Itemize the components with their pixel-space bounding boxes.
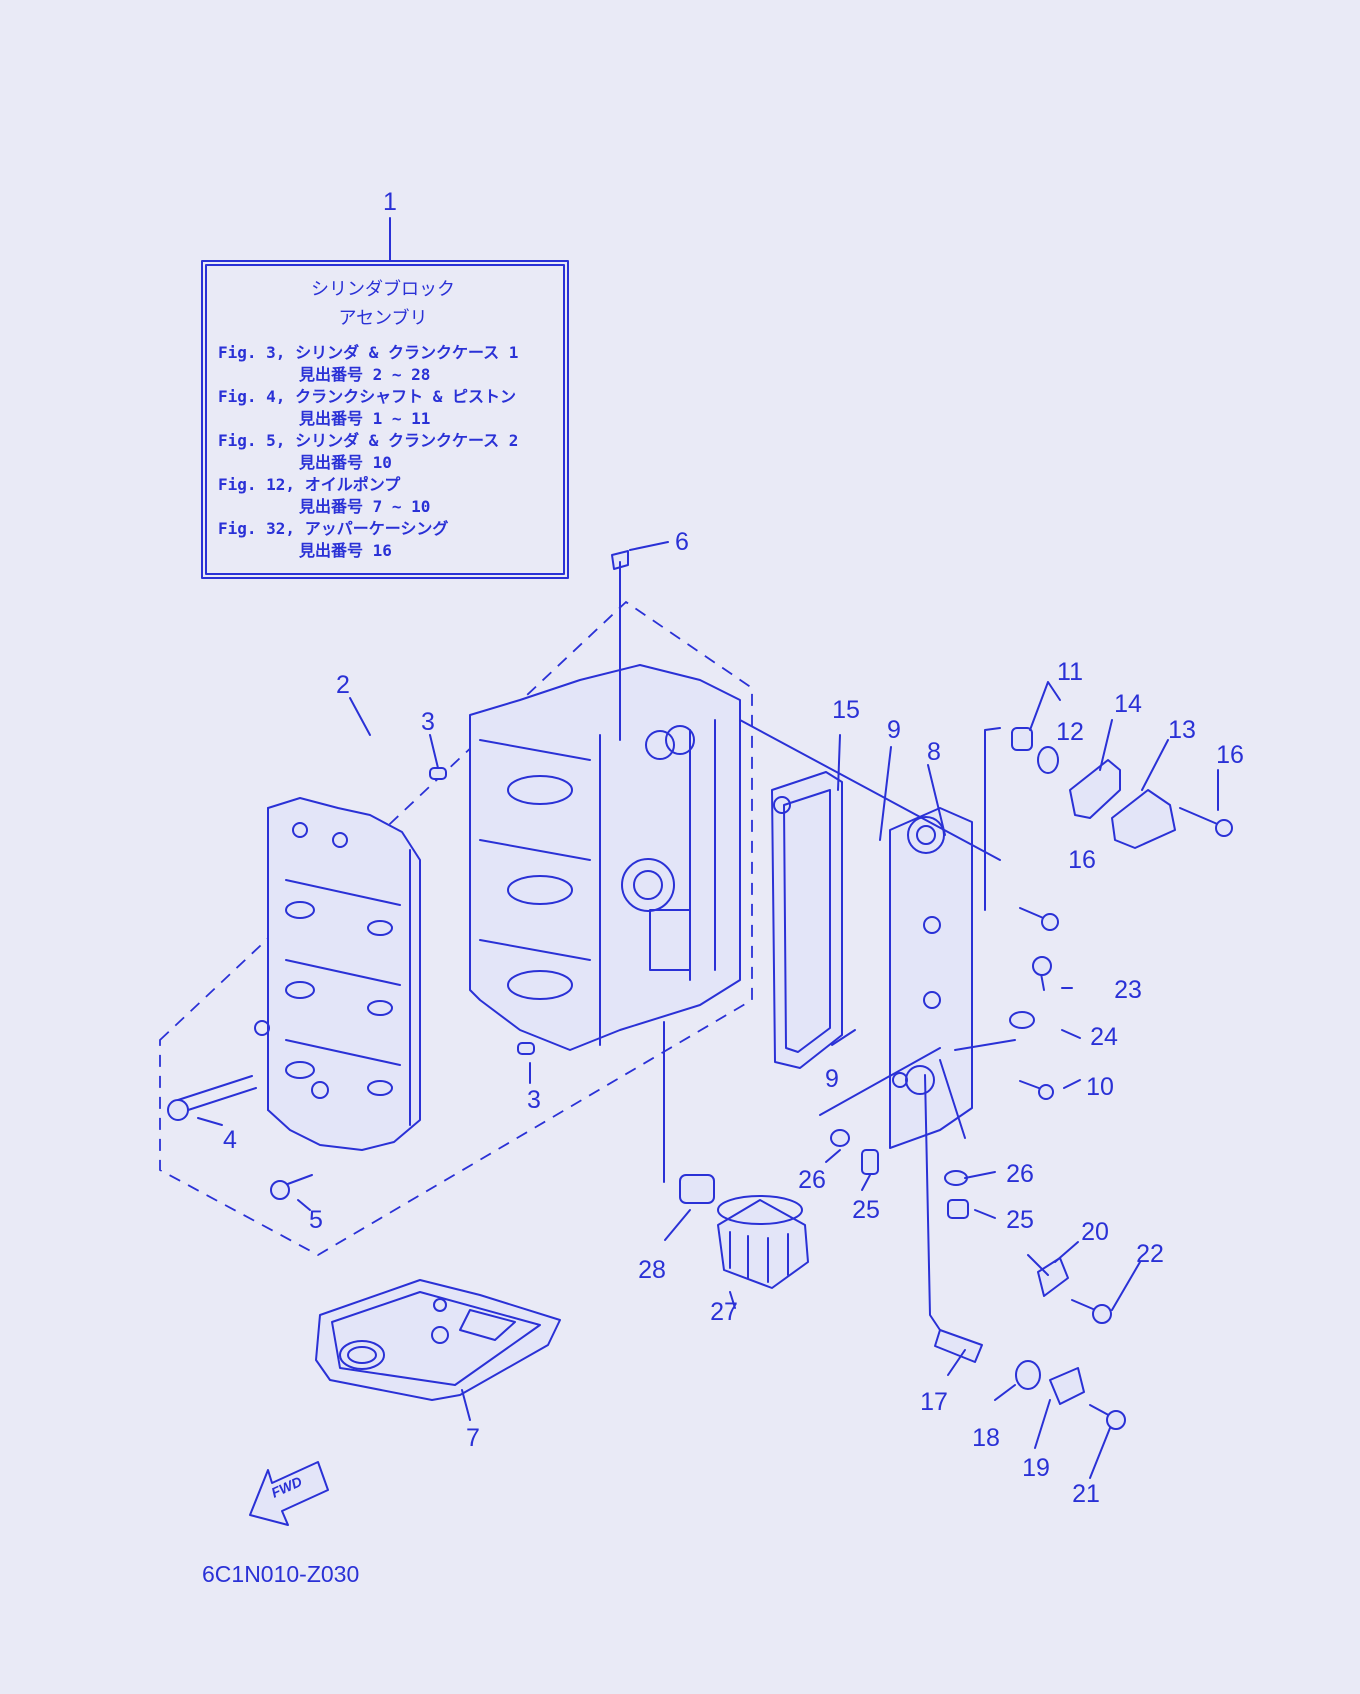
oil-pan-gasket-part [315,1279,561,1401]
cylinder-block-part [469,664,741,1051]
leader-lines [197,217,1219,1479]
callout-label: 13 [1168,716,1196,744]
washer-18 [1015,1360,1041,1390]
exhaust-cover-part [889,807,973,1149]
bolt-16a-head [1215,819,1233,837]
callout-label: 25 [852,1196,880,1224]
callout-label: 17 [920,1388,948,1416]
box-line: 見出番号 16 [298,541,392,560]
box-line: 見出番号 10 [298,453,392,472]
bolt-16a [1179,807,1223,827]
callout-label: 22 [1136,1240,1164,1268]
box-line: 見出番号 7 ~ 10 [298,497,430,516]
dowel-3b [517,1042,535,1055]
reference-box: シリンダブロック アセンブリ Fig. 3, シリンダ & クランクケース 1 … [201,260,569,579]
bracket-20 [1037,1257,1069,1297]
callout-label: 23 [1114,976,1142,1004]
bolt-5 [284,1174,313,1186]
box-title-line1: シリンダブロック [311,278,455,300]
callout-label: 14 [1114,690,1142,718]
washer-24 [1009,1011,1035,1029]
callout-label: 9 [887,716,901,744]
callout-label: 26 [798,1166,826,1194]
part-17 [934,1329,983,1363]
callout-label: 28 [638,1256,666,1284]
callout-label: 16 [1068,846,1096,874]
box-line: Fig. 5, シリンダ & クランクケース 2 [218,431,518,450]
bolt-22-head [1092,1304,1112,1324]
callout-label: 3 [527,1086,541,1114]
callout-label: 5 [309,1206,323,1234]
callout-label: 2 [336,671,350,699]
box-line: Fig. 12, オイルポンプ [218,475,401,494]
box-line: 見出番号 1 ~ 11 [298,409,430,428]
callout-label: 15 [832,696,860,724]
fwd-arrow-icon: FWD [249,1461,329,1526]
box-line: 見出番号 2 ~ 28 [298,365,430,384]
bolt-4-head [167,1099,189,1121]
part-10-head [1038,1084,1054,1100]
plug-6 [611,550,629,570]
washer-12 [1037,746,1059,774]
callout-label: 25 [1006,1206,1034,1234]
callout-label: 3 [421,708,435,736]
callout-numbers: 1 2 3 3 4 5 6 7 8 9 9 10 11 12 13 14 15 … [223,188,1244,1508]
guide-lines [619,561,1049,1331]
bolt-5-head [270,1180,290,1200]
box-title-line2: アセンブリ [338,307,427,329]
callout-label: 1 [383,188,397,216]
cover-13 [1111,789,1176,849]
diagram-code: 6C1N010-Z030 [202,1561,359,1587]
callout-label: 10 [1086,1073,1114,1101]
callout-label: 24 [1090,1023,1118,1051]
bracket-19 [1049,1367,1085,1405]
callout-label: 26 [1006,1160,1034,1188]
gasket-14 [1069,759,1121,819]
washer-26b [944,1170,968,1186]
grommet-11 [1011,727,1033,751]
callout-label: 27 [710,1298,738,1326]
washer-26a [830,1129,850,1147]
callout-label: 11 [1057,658,1083,686]
callout-label: 20 [1081,1218,1109,1246]
callout-label: 9 [825,1065,839,1093]
plug-25a [861,1149,879,1175]
oil-filter-part [717,1195,809,1289]
cylinder-gasket-part [771,771,843,1069]
crankcase-part [254,797,421,1151]
plug-23-head [1032,956,1052,976]
callout-label: 4 [223,1126,237,1154]
box-line: Fig. 3, シリンダ & クランクケース 1 [218,343,518,362]
box-line: Fig. 32, アッパーケーシング [218,519,448,538]
callout-label: 7 [466,1424,480,1452]
dowel-3a [429,767,447,780]
callout-label: 18 [972,1424,1000,1452]
fitting-28 [679,1174,715,1204]
callout-label: 21 [1072,1480,1100,1508]
small-parts [167,550,1233,1430]
callout-label: 6 [675,528,689,556]
callout-label: 8 [927,738,941,766]
plug-25b [947,1199,969,1219]
callout-label: 12 [1056,718,1084,746]
bolt-4 [177,1075,257,1113]
callout-label: 19 [1022,1454,1050,1482]
assembly-boundary [159,600,753,1257]
callout-label: 16 [1216,741,1244,769]
bolt-21-head [1106,1410,1126,1430]
box-line: Fig. 4, クランクシャフト & ピストン [218,387,516,406]
bolt-16b-head [1041,913,1059,931]
